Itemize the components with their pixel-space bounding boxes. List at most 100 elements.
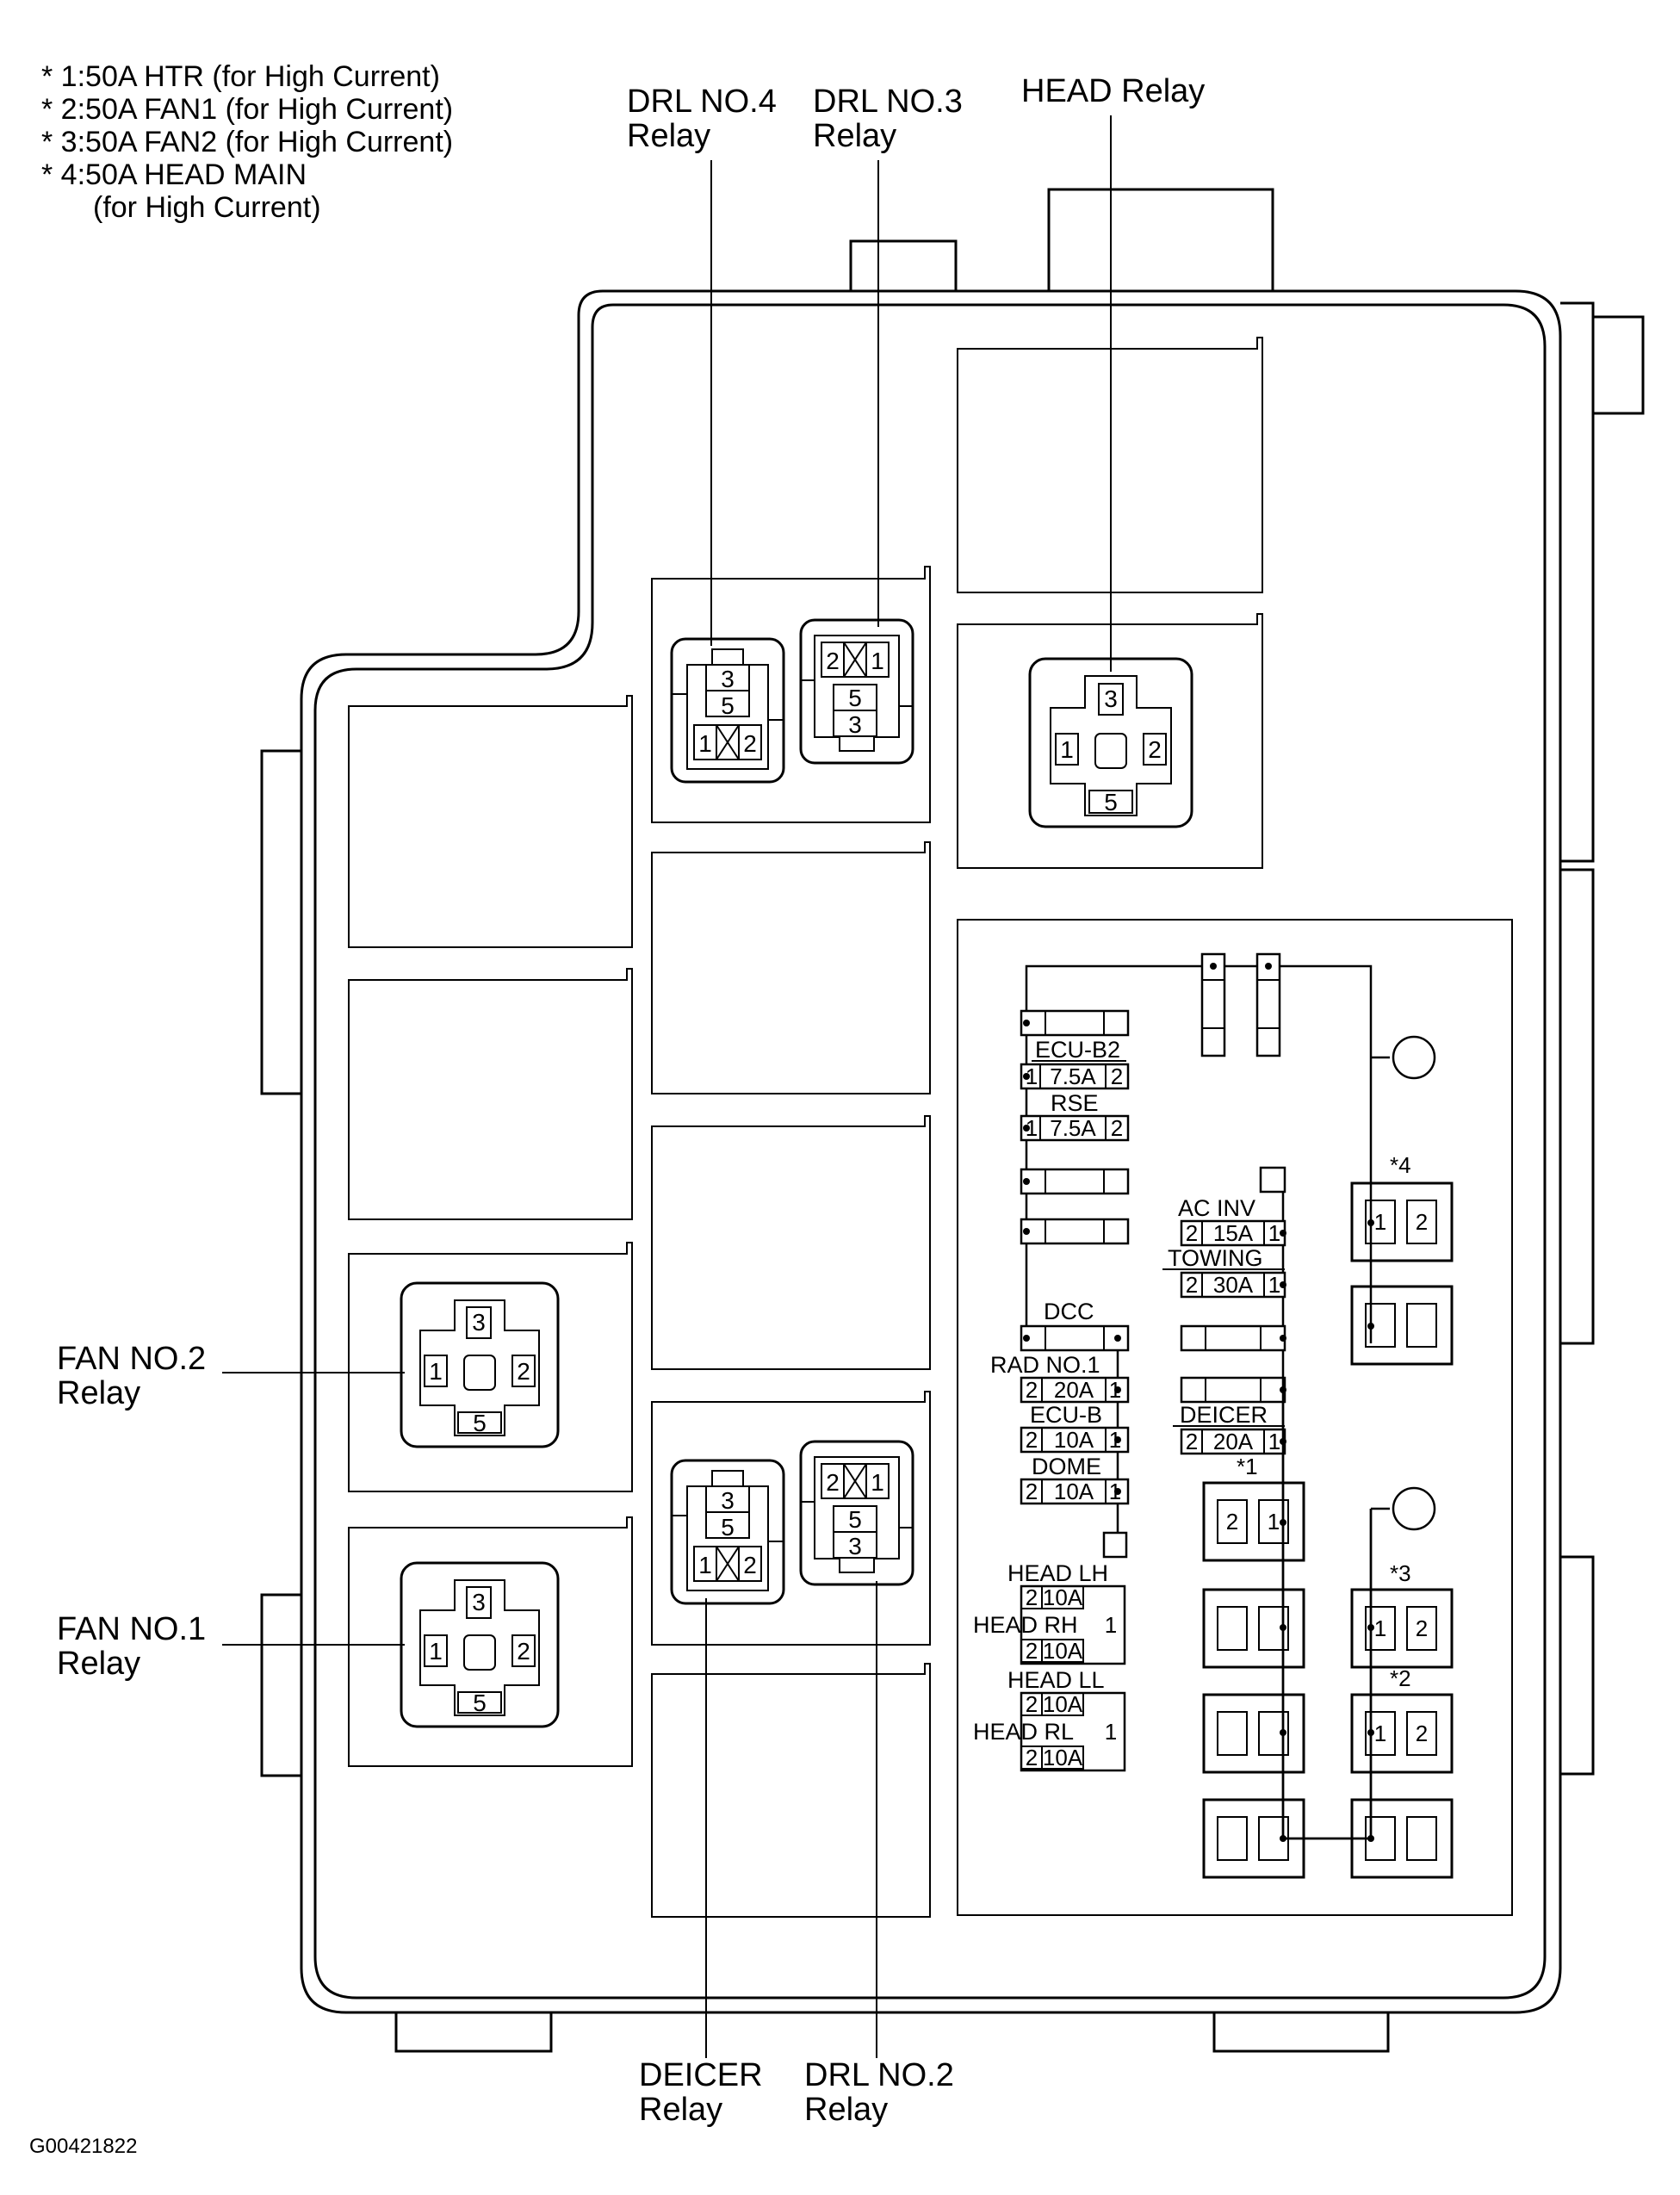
housing-tab-right-lower <box>1560 1555 1595 1776</box>
fuse-name: DCC <box>1044 1299 1094 1324</box>
housing-inner <box>313 303 1547 2000</box>
pin-5: 5 <box>848 685 862 711</box>
pin-1: 1 <box>871 648 884 674</box>
fuse-terminal-a: 2 <box>1186 1429 1198 1454</box>
housing-tab-top-right <box>1047 188 1274 291</box>
fuse-terminal-b: 2 <box>1111 1115 1123 1141</box>
fuse-terminal-a: 2 <box>1026 1745 1038 1770</box>
fuse-ecu-b2: ECU-B2 1 7.5A 2 <box>1020 1037 1130 1090</box>
pin-5: 5 <box>473 1690 487 1716</box>
housing-tab-right-upper <box>1560 301 1595 863</box>
fuse-terminal-a: 2 <box>1186 1220 1198 1246</box>
pin-3: 3 <box>721 666 735 692</box>
fusible-link-socket <box>1202 1693 1305 1774</box>
relay-labels: DRL NO.4 Relay DRL NO.3 Relay HEAD Relay… <box>57 73 1205 2128</box>
fuse-name-head-rl: HEAD RL <box>973 1719 1074 1745</box>
pin-2: 2 <box>517 1638 530 1665</box>
housing-tab-right-mid <box>1560 868 1595 1345</box>
pin-2: 2 <box>1416 1615 1428 1641</box>
pin-2: 2 <box>517 1358 530 1385</box>
spare-fuse <box>1020 1009 1130 1037</box>
label-deicer-relay-2: Relay <box>639 2092 722 2128</box>
fuse-name: ECU-B2 <box>1035 1037 1120 1063</box>
housing-outer <box>300 289 1562 2014</box>
fuse-box-housing <box>260 188 1645 2053</box>
label-deicer-relay: DEICER <box>639 2057 763 2093</box>
fuse-rating: 10A <box>1043 1745 1083 1770</box>
label-drl-no3-relay-2: Relay <box>813 118 896 154</box>
relay-deicer-socket: 3 5 1 2 <box>670 1459 785 1605</box>
fuse-dome: DOME 2 10A 1 <box>1020 1454 1130 1505</box>
label-head-relay: HEAD Relay <box>1021 73 1205 109</box>
pin-1: 1 <box>698 1552 712 1578</box>
relay-blocks <box>348 337 1513 1918</box>
fuse-terminal-a: 1 <box>1026 1115 1038 1141</box>
relay-fan-no2-socket: 3 1 2 5 <box>400 1281 560 1448</box>
relay-head-socket: 3 1 2 5 <box>1028 657 1193 828</box>
relay-drl-no4-socket: 3 5 1 2 <box>670 637 785 784</box>
block-mid-4 <box>651 1391 931 1646</box>
fuse-head-group-upper: HEAD LH 2 10A HEAD RH 2 10A 1 <box>973 1560 1126 1665</box>
pin-2: 2 <box>826 1469 840 1496</box>
pin-5: 5 <box>1104 789 1118 815</box>
label-drl-no2-relay: DRL NO.2 <box>804 2057 954 2093</box>
fuse-terminal-b: 1 <box>1268 1220 1280 1246</box>
fuse-rating: 10A <box>1054 1427 1094 1453</box>
block-left-3 <box>348 1242 633 1492</box>
fuse-terminal-a: 2 <box>1026 1691 1038 1717</box>
fuse-name: DEICER <box>1180 1402 1268 1428</box>
fuse-rating: 10A <box>1054 1479 1094 1504</box>
note-4-cont: (for High Current) <box>93 191 321 224</box>
fuse-rating: 20A <box>1213 1429 1254 1454</box>
pin-1: 1 <box>429 1638 443 1665</box>
relay-fan-no1-socket: 3 1 2 5 <box>400 1561 560 1728</box>
label-drl-no2-relay-2: Relay <box>804 2092 888 2128</box>
fuse-common-terminal: 1 <box>1105 1719 1117 1745</box>
pin-2: 2 <box>1148 736 1162 763</box>
label-drl-no4-relay: DRL NO.4 <box>627 84 777 120</box>
fuse-name: RSE <box>1051 1090 1099 1116</box>
fuse-name: TOWING <box>1168 1245 1263 1271</box>
pin-1: 1 <box>1060 736 1074 763</box>
fusible-link-label: *3 <box>1390 1560 1411 1586</box>
fuse-rating: 30A <box>1213 1272 1254 1298</box>
fuse-head-group-lower: HEAD LL 2 10A HEAD RL 2 10A 1 <box>973 1667 1126 1772</box>
fuse-terminal-a: 2 <box>1026 1584 1038 1610</box>
fuse-name: RAD NO.1 <box>990 1352 1100 1378</box>
pin-3: 3 <box>472 1589 486 1615</box>
fuse-panel <box>957 919 1513 1916</box>
label-fan-no2-relay: FAN NO.2 <box>57 1341 206 1377</box>
fusible-link-label: *2 <box>1390 1665 1411 1691</box>
pin-2: 2 <box>743 730 757 757</box>
block-left-4 <box>348 1516 633 1767</box>
fuse-name: DOME <box>1032 1454 1101 1479</box>
fuse-name: AC INV <box>1178 1195 1255 1221</box>
pin-1: 1 <box>871 1469 884 1496</box>
fuse-name-head-lh: HEAD LH <box>1007 1560 1108 1586</box>
pin-1: 1 <box>429 1358 443 1385</box>
block-right-2 <box>957 613 1263 869</box>
fuse-rating: 20A <box>1054 1377 1094 1403</box>
fusible-link-1: *1 2 1 <box>1202 1454 1305 1562</box>
housing-tab-left-lower <box>260 1593 301 1777</box>
block-left-1 <box>348 695 633 948</box>
fuse-terminal-b: 1 <box>1268 1429 1280 1454</box>
pin-3: 3 <box>848 711 862 738</box>
housing-tab-left-upper <box>260 749 301 1095</box>
label-drl-no3-relay: DRL NO.3 <box>813 84 963 120</box>
pin-3: 3 <box>1104 685 1118 712</box>
fuse-rating: 7.5A <box>1050 1063 1096 1089</box>
label-fan-no1-relay-2: Relay <box>57 1646 140 1682</box>
pin-1: 1 <box>1268 1509 1280 1535</box>
link-blade-2 <box>1255 952 1281 1057</box>
fuse-panel-components: ECU-B2 1 7.5A 2 RSE 1 7.5A 2 DCC <box>973 952 1454 1879</box>
fuse-terminal-a: 2 <box>1186 1272 1198 1298</box>
fuse-rad-no1: RAD NO.1 2 20A 1 <box>990 1352 1130 1404</box>
fuse-rating: 10A <box>1043 1584 1083 1610</box>
link-blade-1 <box>1200 952 1226 1057</box>
housing-tab-right-connector <box>1593 315 1645 415</box>
housing-tab-bottom-right <box>1212 2012 1390 2053</box>
fuse-terminal-b: 1 <box>1268 1272 1280 1298</box>
pin-2: 2 <box>826 648 840 674</box>
